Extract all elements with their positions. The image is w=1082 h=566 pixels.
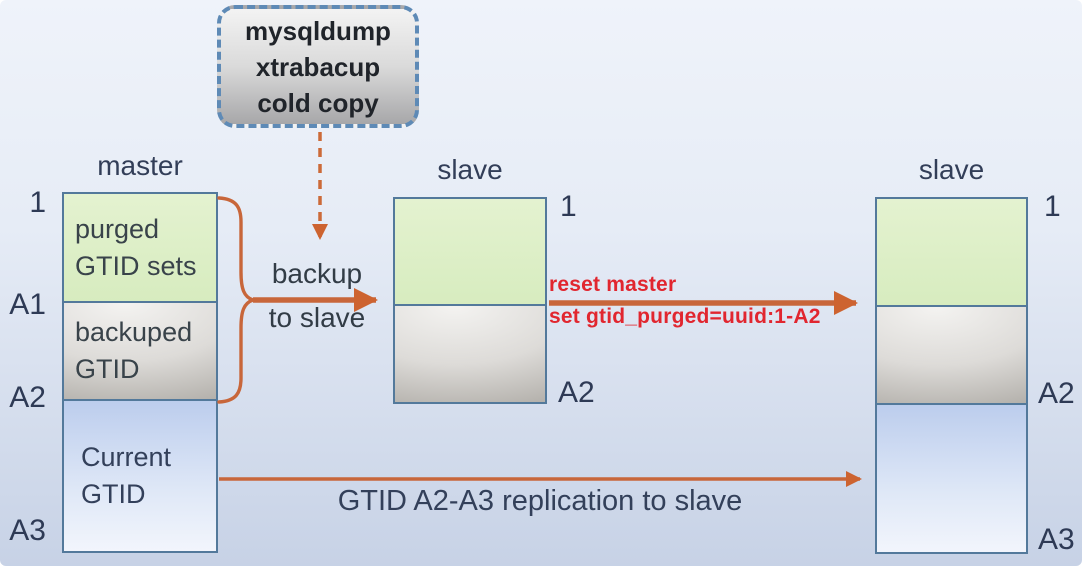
middle-slave-gtid-stack — [393, 197, 547, 404]
master-purged-gtid-segment: purged GTID sets — [64, 194, 216, 301]
segment-label-line: Current — [81, 442, 172, 472]
master-axis-a1: A1 — [9, 288, 46, 321]
middle-slave-purged-segment — [395, 199, 545, 304]
segment-label-line: purged — [75, 213, 160, 244]
middle-slave-title: slave — [437, 154, 503, 185]
segment-label-line: GTID — [81, 479, 146, 509]
backup-method-cold-copy: cold copy — [257, 87, 379, 118]
right-slave-axis-a3: A3 — [1038, 523, 1075, 556]
middle-slave-backuped-segment — [395, 304, 545, 402]
backup-method-xtrabacup: xtrabacup — [255, 51, 381, 82]
master-backup-range-brace — [217, 196, 259, 404]
right-slave-gtid-stack — [875, 197, 1028, 554]
master-axis-1: 1 — [29, 186, 46, 219]
replication-arrow-label: GTID A2-A3 replication to slave — [337, 485, 743, 517]
right-slave-backuped-segment — [877, 305, 1026, 403]
master-axis-a2: A2 — [9, 381, 46, 414]
segment-label-line: GTID sets — [75, 250, 197, 281]
master-gtid-stack: purged GTID sets backuped GTID Current G… — [62, 192, 218, 553]
backup-arrow-label-line1: backup — [271, 258, 363, 289]
right-slave-axis-1: 1 — [1044, 190, 1061, 223]
reset-master-command: reset master — [549, 273, 677, 296]
middle-slave-axis-a2: A2 — [558, 376, 595, 409]
master-title: master — [97, 150, 183, 181]
middle-slave-axis-1: 1 — [560, 190, 577, 223]
segment-label-line: GTID — [75, 354, 140, 384]
backup-methods-box: mysqldump xtrabacup cold copy — [217, 5, 419, 128]
right-slave-title: slave — [918, 154, 985, 185]
master-current-gtid-segment: Current GTID — [64, 399, 216, 551]
master-axis-a3: A3 — [9, 514, 46, 547]
backup-arrow-label-line2: to slave — [268, 302, 366, 333]
right-slave-purged-segment — [877, 199, 1026, 305]
segment-label-line: backuped — [75, 317, 193, 347]
set-gtid-purged-command: set gtid_purged=uuid:1-A2 — [549, 305, 821, 328]
right-slave-axis-a2: A2 — [1038, 377, 1075, 410]
backup-method-mysqldump: mysqldump — [245, 15, 391, 46]
right-slave-replicated-segment — [877, 403, 1026, 552]
master-backuped-gtid-segment: backuped GTID — [64, 301, 216, 399]
